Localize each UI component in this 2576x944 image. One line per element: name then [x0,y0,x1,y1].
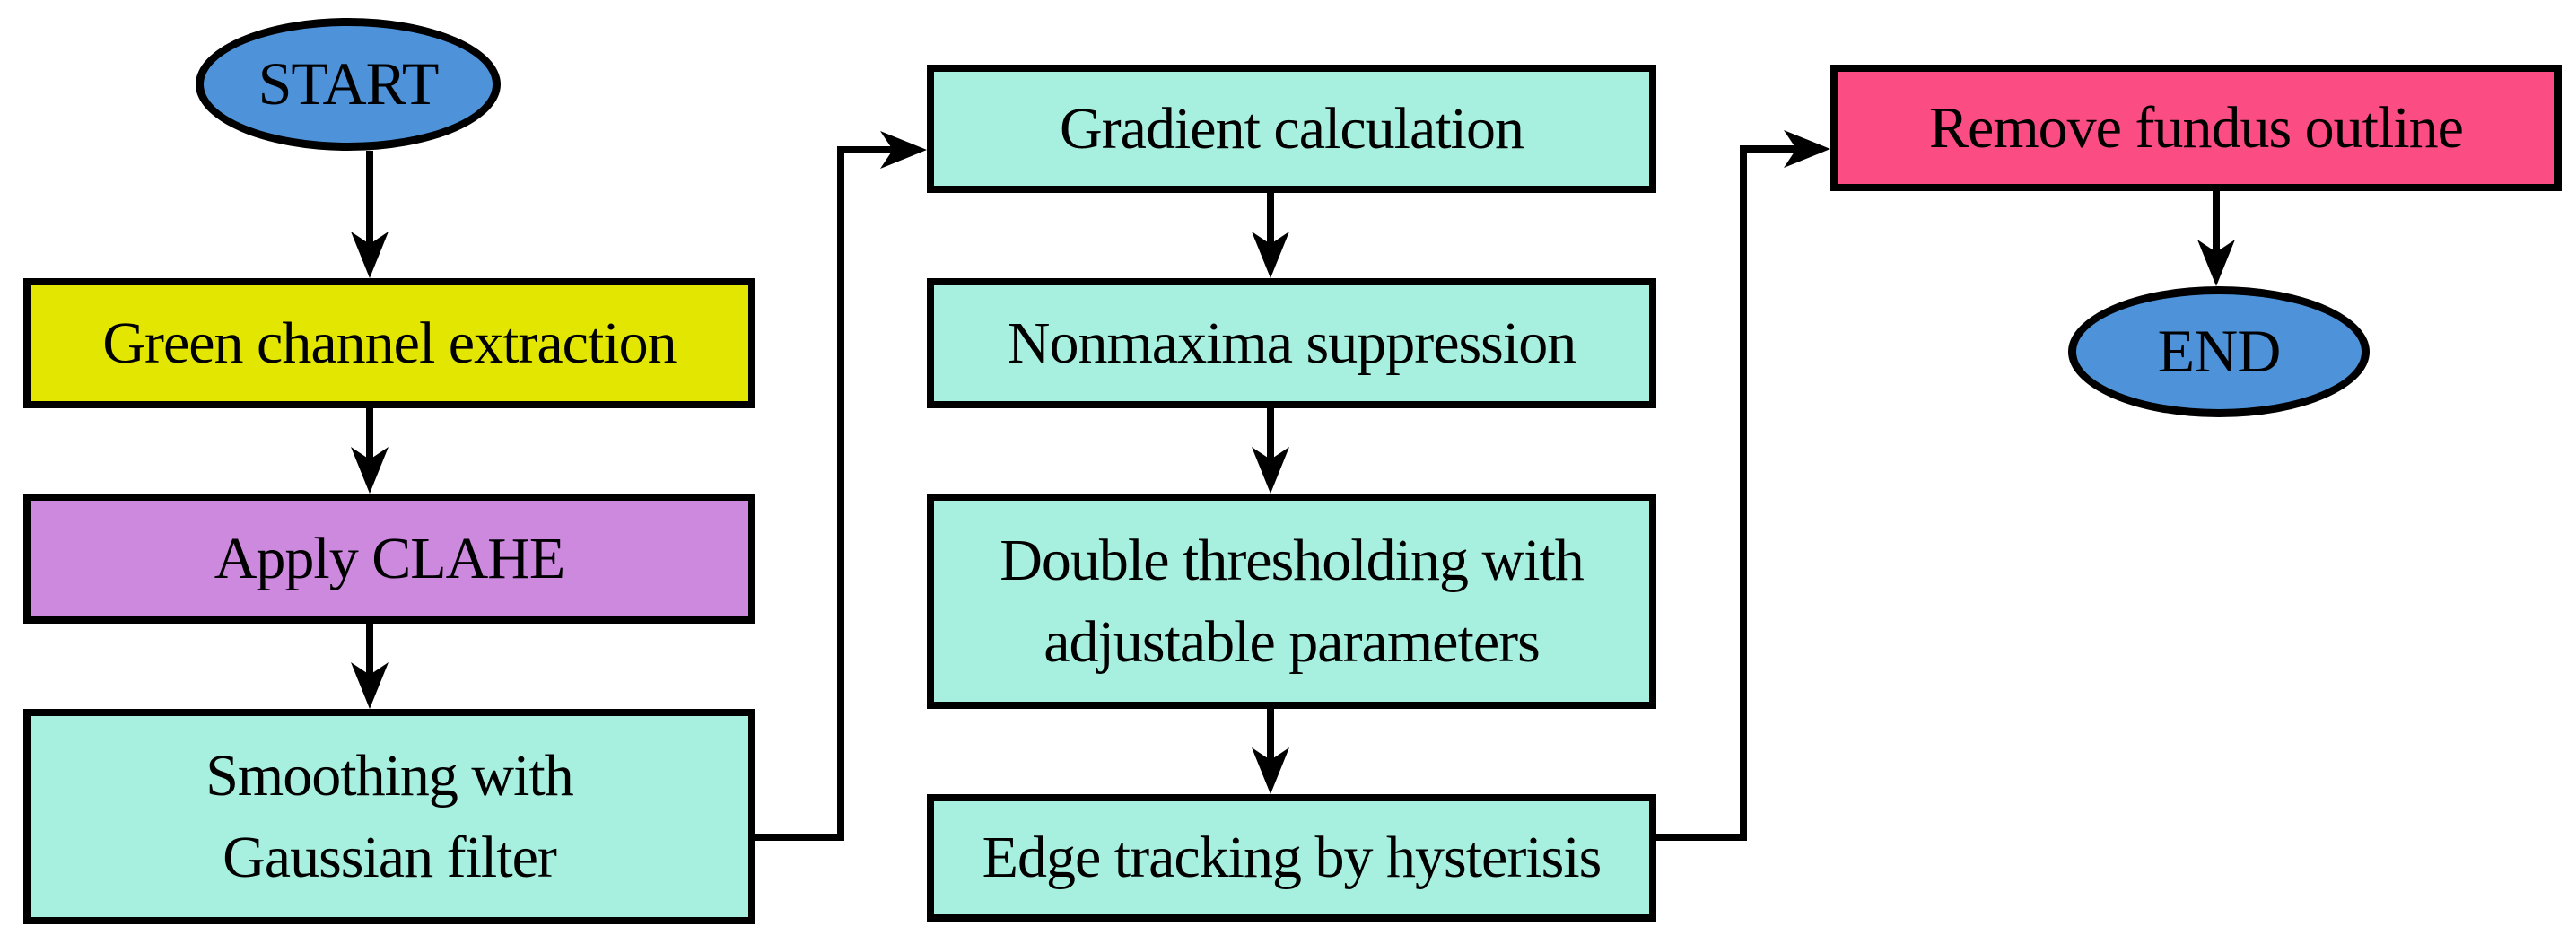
node-gradient-calculation: Gradient calculation [927,65,1656,193]
arrow-apply-clahe-to-smoothing [351,624,389,709]
node-start-label: START [258,49,440,118]
node-start-terminator: START [196,18,501,151]
node-apply-clahe-label: Apply CLAHE [214,525,565,591]
node-apply-clahe: Apply CLAHE [23,494,755,624]
node-double-thresholding: Double thresholding with adjustable para… [927,494,1656,709]
node-smoothing-label-line2: Gaussian filter [223,825,557,890]
node-double-thresholding-label-line2: adjustable parameters [1043,609,1541,675]
node-remove-fundus-outline: Remove fundus outline [1830,65,2562,191]
node-smoothing-label-line1: Smoothing with [205,742,574,809]
arrow-remove-fundus-to-end [2197,191,2235,286]
arrow-edge-tracking-to-remove-fundus [1655,130,1830,841]
node-green-channel-extraction: Green channel extraction [23,278,755,408]
node-smoothing-gaussian-filter: Smoothing with Gaussian filter [23,709,755,924]
arrow-nonmaxima-to-double-threshold [1252,408,1289,494]
arrow-start-to-green-channel [351,151,389,278]
arrow-smoothing-to-gradient [755,131,927,841]
node-gradient-label: Gradient calculation [1060,95,1524,162]
node-end-label: END [2157,317,2282,386]
node-green-channel-label: Green channel extraction [102,310,677,376]
node-nonmaxima-label: Nonmaxima suppression [1007,310,1576,376]
arrow-double-threshold-to-edge-tracking [1252,709,1289,794]
node-remove-fundus-label: Remove fundus outline [1929,94,2464,161]
arrow-green-channel-to-apply-clahe [351,408,389,494]
node-nonmaxima-suppression: Nonmaxima suppression [927,278,1656,408]
node-double-thresholding-label-line1: Double thresholding with [1000,527,1585,593]
arrow-gradient-to-nonmaxima [1252,193,1289,278]
node-edge-tracking-hysterisis: Edge tracking by hysterisis [927,794,1656,922]
node-edge-tracking-label: Edge tracking by hysterisis [982,825,1602,891]
node-end-terminator: END [2068,286,2370,417]
